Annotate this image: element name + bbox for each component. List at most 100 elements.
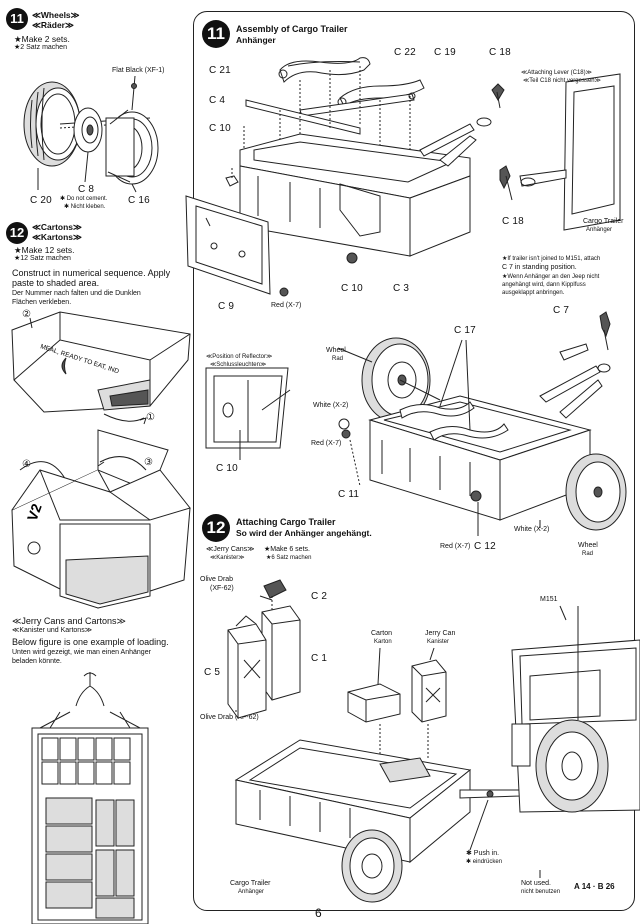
- part-c17: C 17: [454, 325, 476, 336]
- carton-step-2: ②: [22, 309, 31, 320]
- attaching-lever-de: ≪Teil C18 nicht vergessen≫: [523, 78, 601, 84]
- loading-desc-de-2: beladen könnte.: [12, 658, 62, 665]
- cartons-note-en: ★Make 12 sets.: [14, 245, 75, 255]
- jerry-cans-en: ≪Jerry Cans≫: [206, 546, 255, 553]
- step-11-wheels-badge: 11: [6, 8, 28, 30]
- page-number: 6: [315, 906, 322, 920]
- part-c5: C 5: [204, 667, 221, 678]
- part-c4: C 4: [209, 95, 226, 106]
- part-c10: C 10: [209, 123, 231, 134]
- part-code: A 14 · B 26: [574, 882, 615, 891]
- cartons-title-de: ≪Kartons≫: [32, 232, 82, 242]
- paint-red-x7c: Red (X-7): [440, 543, 471, 550]
- standing-de-3: ausgeklappt anbringen.: [502, 290, 565, 296]
- part-c2: C 2: [311, 591, 328, 602]
- carton-step-1: ①: [146, 412, 155, 423]
- not-used-en: Not used.: [521, 880, 551, 887]
- paint-olive-drab-1b: (XF-62): [210, 585, 234, 592]
- part-c22: C 22: [394, 47, 416, 58]
- paint-flat-black: Flat Black (XF-1): [112, 67, 165, 74]
- paint-red-x7b: Red (X-7): [311, 440, 342, 447]
- do-not-cement-en: ✱ Do not cement.: [60, 196, 108, 202]
- push-in-de: ✱ eindrücken: [466, 859, 503, 865]
- step-number: 11: [10, 11, 24, 26]
- inset-cargo-trailer-en: Cargo Trailer: [583, 218, 624, 225]
- part-c8: C 8: [78, 184, 95, 195]
- wheels-note-de: ★2 Satz machen: [14, 44, 67, 51]
- paint-olive-drab-1: Olive Drab: [200, 576, 234, 583]
- part-c21: C 21: [209, 65, 231, 76]
- standing-en-2: C 7 in standing position.: [502, 264, 577, 271]
- make-6-sets-en: ★Make 6 sets.: [264, 546, 310, 553]
- make-6-sets-de: ★6 Satz machen: [266, 555, 312, 561]
- attaching-title-de: So wird der Anhänger angehängt.: [236, 528, 372, 538]
- part-c12: C 12: [474, 541, 496, 552]
- attaching-title-en: Attaching Cargo Trailer: [236, 517, 336, 527]
- paint-white-x2b: White (X-2): [514, 526, 550, 533]
- part-c9: C 9: [218, 301, 235, 312]
- loading-desc-en: Below figure is one example of loading.: [12, 637, 169, 647]
- step-12-attaching-badge: 12: [202, 514, 230, 542]
- inset-cargo-trailer-de: Anhänger: [586, 227, 613, 233]
- step-11-trailer-badge: 11: [202, 20, 230, 48]
- wheel-label-en-b: Wheel: [578, 542, 598, 549]
- jerry-can-label-en: Jerry Can: [425, 630, 456, 637]
- paint-red-x7: Red (X-7): [271, 302, 302, 309]
- standing-de-2: angehängt wird, dann Kipplfuss: [502, 282, 586, 288]
- part-c10c: C 10: [216, 463, 238, 474]
- loading-title-en: ≪Jerry Cans and Cartons≫: [12, 616, 126, 626]
- push-in-en: ✱ Push in.: [466, 850, 500, 857]
- attaching-lever-en: ≪Attaching Lever (C18)≫: [521, 70, 592, 76]
- carton-label-de: Karton: [374, 639, 392, 645]
- wheel-label-en: Wheel: [326, 347, 346, 354]
- standing-en-1: ★If trailer isn't joined to M151, attach: [502, 256, 601, 262]
- part-c3: C 3: [393, 283, 410, 294]
- wheel-label-de-b: Rad: [582, 551, 594, 557]
- part-c19: C 19: [434, 47, 456, 58]
- attach-cargo-trailer-de: Anhänger: [238, 889, 265, 895]
- carton-step-4: ④: [22, 459, 31, 470]
- step-number: 12: [206, 518, 226, 537]
- carton-v2-print: V2: [24, 501, 45, 523]
- loading-title-de: ≪Kanister und Kartons≫: [12, 627, 93, 634]
- m151-label: M151: [540, 596, 558, 603]
- do-not-cement-de: ✱ Nicht kleben.: [64, 204, 106, 210]
- part-c20: C 20: [30, 195, 52, 206]
- part-c10b: C 10: [341, 283, 363, 294]
- trailer-title-en: Assembly of Cargo Trailer: [236, 24, 348, 34]
- part-c1: C 1: [311, 653, 328, 664]
- part-c16: C 16: [128, 195, 150, 206]
- loading-desc-de-1: Unten wird gezeigt, wie man einen Anhäng…: [12, 649, 151, 656]
- step-number: 12: [9, 225, 25, 240]
- trailer-title-de: Anhänger: [236, 35, 276, 45]
- wheels-title-de: ≪Räder≫: [32, 20, 74, 30]
- part-c7: C 7: [553, 305, 570, 316]
- cartons-note-de: ★12 Satz machen: [14, 255, 71, 262]
- paint-white-x2: White (X-2): [313, 402, 349, 409]
- not-used-de: nicht benutzen: [521, 889, 561, 895]
- carton-label-en: Carton: [371, 630, 393, 637]
- jerry-can-label-de: Kanister: [427, 639, 450, 645]
- standing-de-1: ★Wenn Anhänger an den Jeep nicht: [502, 274, 600, 280]
- attach-cargo-trailer-en: Cargo Trailer: [230, 880, 271, 887]
- reflector-en: ≪Position of Reflector≫: [206, 354, 273, 360]
- cartons-instr-de-2: Flächen verkleben.: [12, 299, 72, 306]
- reflector-de: ≪Schlussleuchten≫: [210, 362, 267, 368]
- carton-step-3: ③: [144, 457, 153, 468]
- cartons-instr-en-1: Construct in numerical sequence. Apply: [12, 268, 171, 278]
- step-12-cartons-badge: 12: [6, 222, 28, 244]
- part-c11: C 11: [338, 489, 360, 500]
- part-c18b: C 18: [502, 216, 524, 227]
- wheels-title-en: ≪Wheels≫: [32, 10, 80, 20]
- jerry-cans-de: ≪Kanister≫: [210, 555, 245, 561]
- cartons-title-en: ≪Cartons≫: [32, 222, 82, 232]
- part-c18: C 18: [489, 47, 511, 58]
- cartons-instr-de-1: Der Nummer nach falten und die Dunklen: [12, 290, 141, 297]
